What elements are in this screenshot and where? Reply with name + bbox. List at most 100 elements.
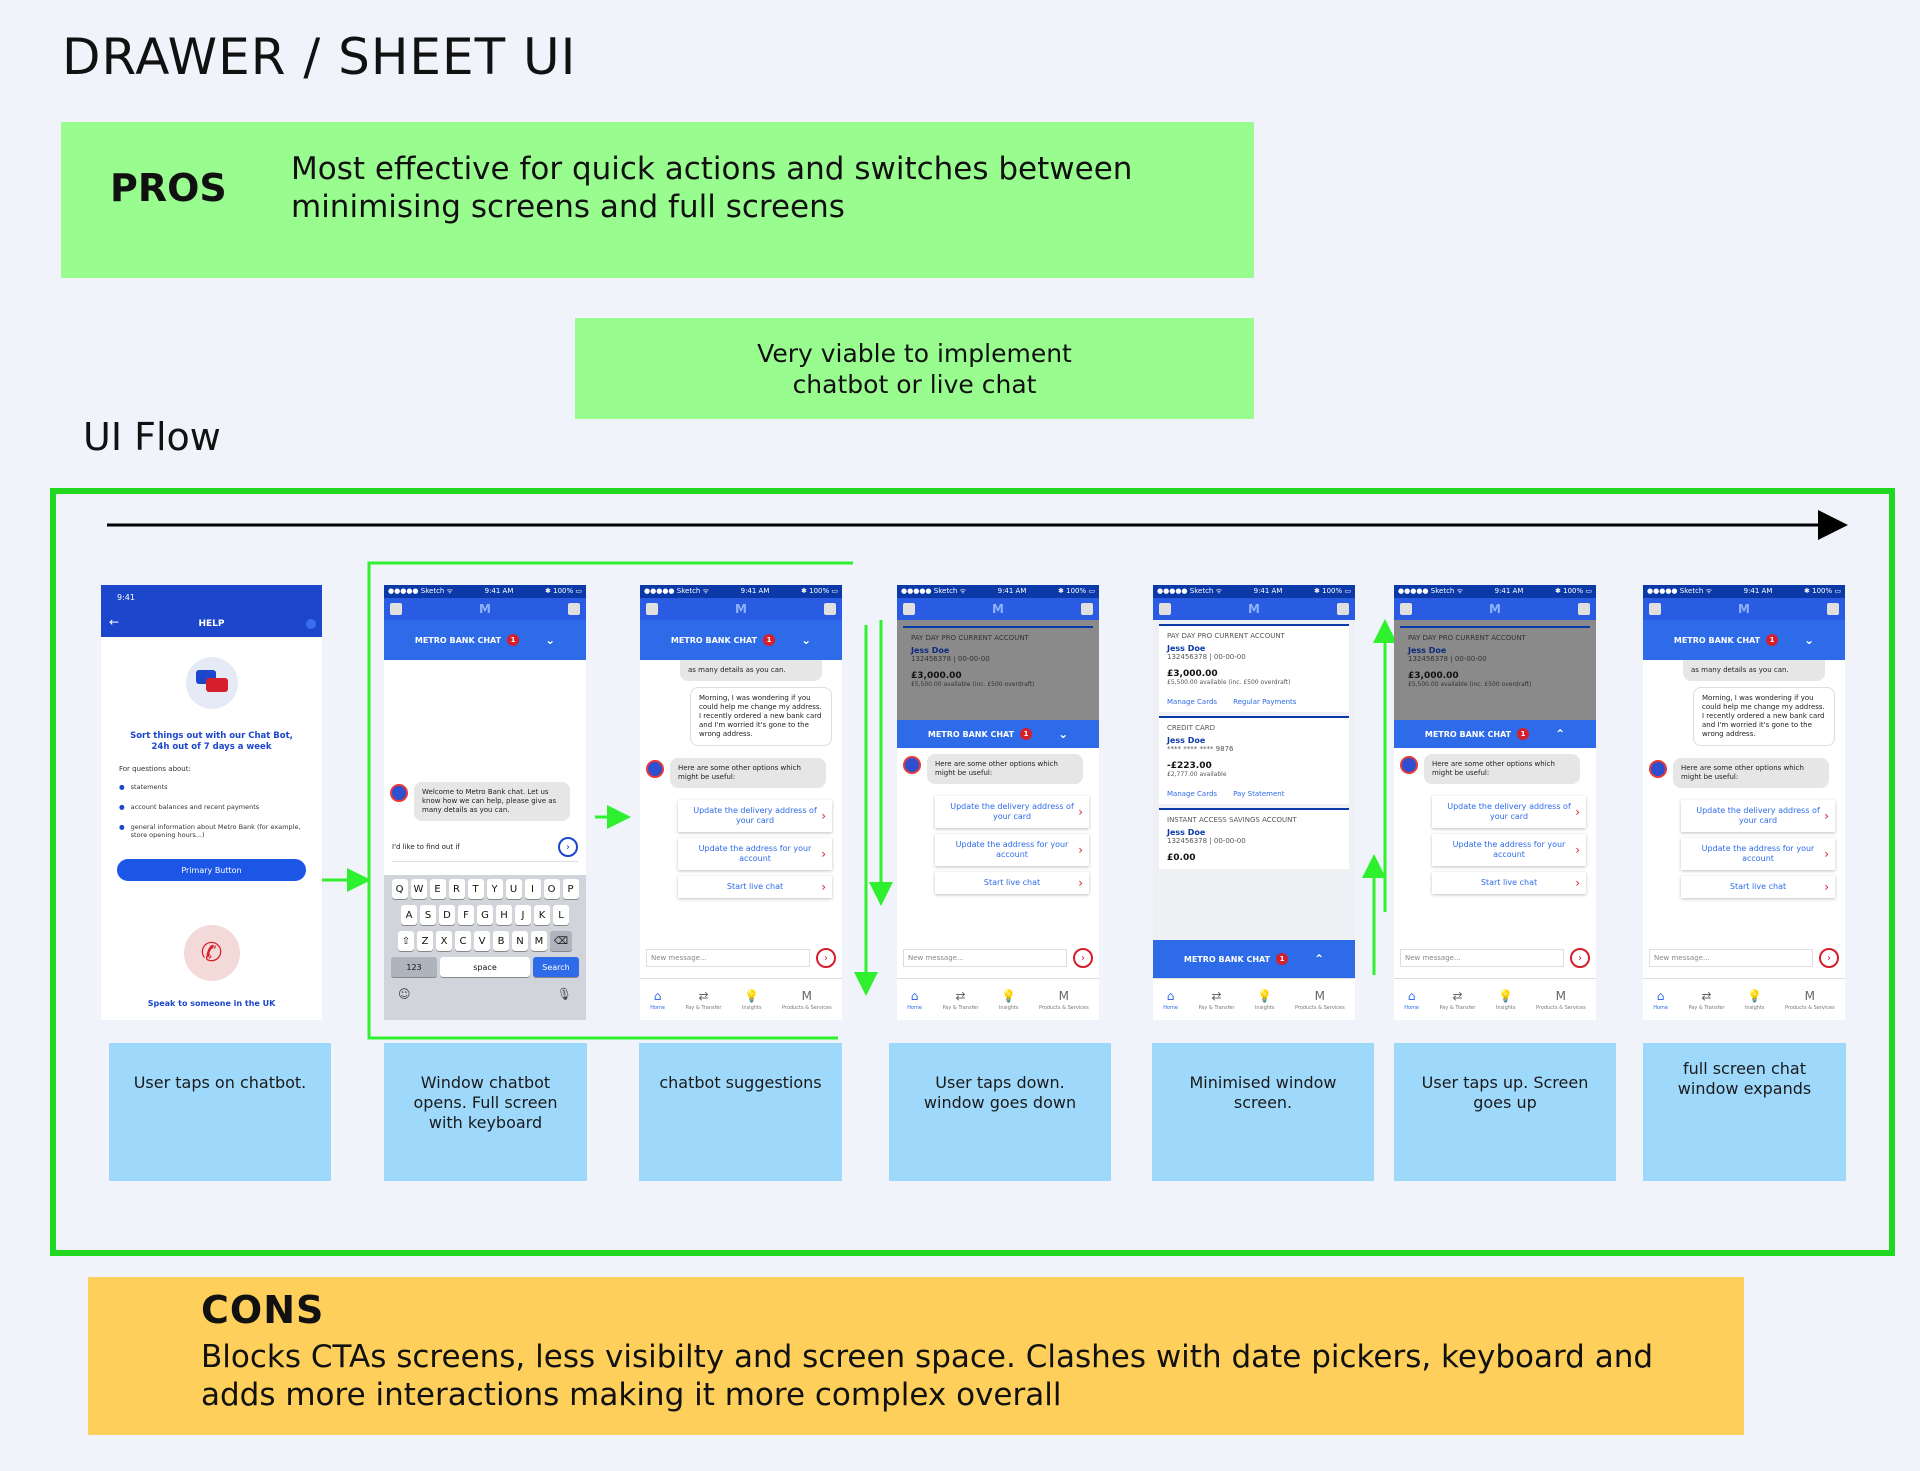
menu-icon[interactable] [903,603,915,615]
new-message-input[interactable]: New message... [1400,949,1564,967]
manage-cards-link[interactable]: Manage Cards [1167,790,1218,798]
new-message-input[interactable]: New message... [646,949,810,967]
option-account-address[interactable]: Update the address for your account [1432,834,1586,866]
option-live-chat[interactable]: Start live chat [935,872,1089,894]
tab-home[interactable]: ⌂Home [1163,989,1178,1011]
option-account-address[interactable]: Update the address for your account [678,838,832,870]
option-account-address[interactable]: Update the address for your account [935,834,1089,866]
key[interactable]: J [515,905,531,925]
chevron-down-icon[interactable]: ⌄ [801,633,812,647]
tab-home[interactable]: ⌂Home [907,989,922,1011]
tab-pay-transfer[interactable]: ⇄Pay & Transfer [1688,989,1724,1011]
tab-pay-transfer[interactable]: ⇄Pay & Transfer [942,989,978,1011]
tab-home[interactable]: ⌂Home [1653,989,1668,1011]
send-icon[interactable]: › [816,948,836,968]
key[interactable]: W [410,879,427,899]
savings-account-card[interactable]: INSTANT ACCESS SAVINGS ACCOUNT Jess Doe … [1159,808,1349,869]
send-icon[interactable]: › [1819,948,1839,968]
tab-pay-transfer[interactable]: ⇄Pay & Transfer [1198,989,1234,1011]
option-live-chat[interactable]: Start live chat [1681,876,1835,898]
key[interactable]: O [543,879,560,899]
chevron-up-icon[interactable]: ⌃ [1555,727,1566,741]
option-delivery-address[interactable]: Update the delivery address of your card [678,800,832,832]
key[interactable]: Z [417,931,433,951]
option-delivery-address[interactable]: Update the delivery address of your card [1681,800,1835,832]
key[interactable]: Q [391,879,408,899]
key[interactable]: R [448,879,465,899]
shift-key[interactable]: ⇧ [398,931,414,951]
tab-home[interactable]: ⌂Home [1404,989,1419,1011]
key[interactable]: K [534,905,550,925]
key[interactable]: E [429,879,446,899]
key[interactable]: N [512,931,528,951]
profile-icon[interactable] [567,603,580,615]
tab-pay-transfer[interactable]: ⇄Pay & Transfer [1439,989,1475,1011]
option-delivery-address[interactable]: Update the delivery address of your card [935,796,1089,828]
manage-cards-link[interactable]: Manage Cards [1167,698,1218,706]
profile-icon[interactable] [1080,603,1093,615]
key[interactable]: L [553,905,569,925]
key[interactable]: G [477,905,493,925]
phone-icon[interactable]: ✆ [183,925,240,981]
regular-payments-link[interactable]: Regular Payments [1233,698,1297,706]
option-live-chat[interactable]: Start live chat [1432,872,1586,894]
menu-icon[interactable] [646,603,658,615]
send-icon[interactable]: › [558,837,578,857]
microphone-icon[interactable]: 🎙 [556,987,572,1001]
chevron-down-icon[interactable]: ⌄ [1058,727,1069,741]
option-delivery-address[interactable]: Update the delivery address of your card [1432,796,1586,828]
key[interactable]: V [474,931,490,951]
key[interactable]: A [401,905,417,925]
pay-statement-link[interactable]: Pay Statement [1233,790,1285,798]
option-live-chat[interactable]: Start live chat [678,876,832,898]
space-key[interactable]: space [440,957,530,977]
menu-icon[interactable] [1649,603,1661,615]
menu-icon[interactable] [390,603,402,615]
tab-insights[interactable]: 💡Insights [999,989,1019,1011]
search-key[interactable]: Search [533,957,579,977]
tab-insights[interactable]: 💡Insights [1496,989,1516,1011]
tab-pay-transfer[interactable]: ⇄Pay & Transfer [685,989,721,1011]
backspace-key[interactable]: ⌫ [550,931,572,951]
profile-icon[interactable] [823,603,836,615]
send-icon[interactable]: › [1073,948,1093,968]
send-icon[interactable]: › [1570,948,1590,968]
key[interactable]: Y [486,879,503,899]
profile-icon[interactable] [1577,603,1590,615]
menu-icon[interactable] [1159,603,1171,615]
option-account-address[interactable]: Update the address for your account [1681,838,1835,870]
tab-home[interactable]: ⌂Home [650,989,665,1011]
key[interactable]: C [455,931,471,951]
key[interactable]: D [439,905,455,925]
chevron-down-icon[interactable]: ⌄ [545,633,556,647]
key[interactable]: S [420,905,436,925]
key[interactable]: U [505,879,522,899]
key[interactable]: M [531,931,547,951]
speak-label[interactable]: Speak to someone in the UK [147,999,276,1008]
profile-icon[interactable] [1336,603,1349,615]
tab-insights[interactable]: 💡Insights [1255,989,1275,1011]
key[interactable]: I [524,879,541,899]
back-arrow-icon[interactable]: ← [109,615,120,629]
key[interactable]: X [436,931,452,951]
chevron-up-icon[interactable]: ⌃ [1314,952,1325,966]
chevron-down-icon[interactable]: ⌄ [1804,633,1815,647]
current-account-card[interactable]: PAY DAY PRO CURRENT ACCOUNT Jess Doe 132… [1159,624,1349,712]
numbers-key[interactable]: 123 [391,957,437,977]
key[interactable]: F [458,905,474,925]
credit-card-card[interactable]: CREDIT CARD Jess Doe **** **** **** 9876… [1159,716,1349,804]
key[interactable]: H [496,905,512,925]
key[interactable]: B [493,931,509,951]
key[interactable]: P [562,879,579,899]
